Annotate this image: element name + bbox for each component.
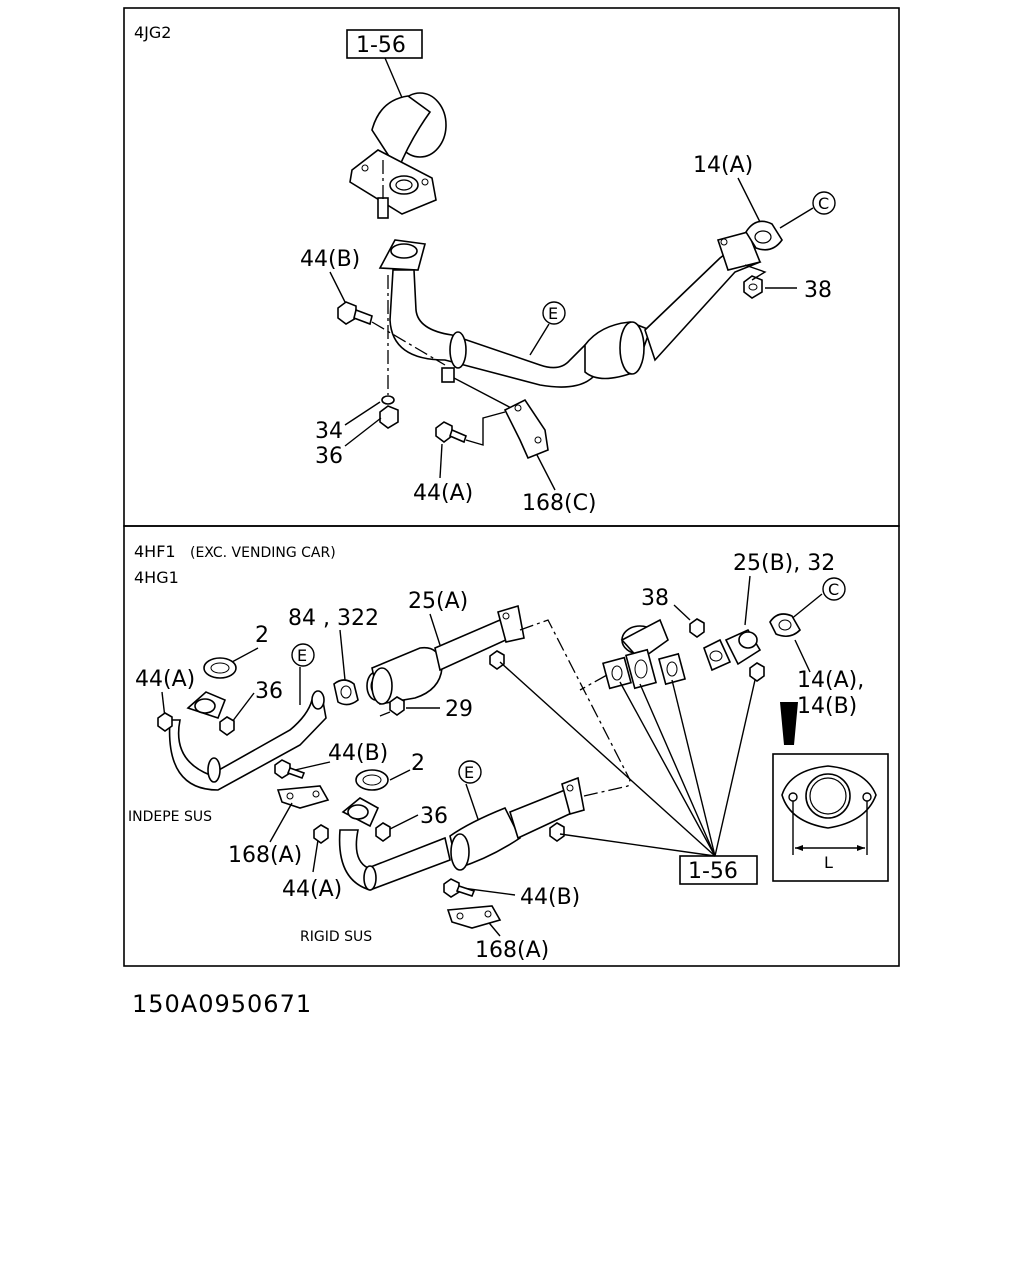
label-36-mid: 36: [420, 804, 448, 829]
label-168c: 168(C): [522, 491, 597, 516]
bolt-25b: [749, 662, 765, 682]
indepe-sus-front-pipe: [157, 657, 330, 809]
label-25a: 25(A): [408, 589, 468, 614]
bottom-engine-line1: 4HF1: [134, 542, 176, 561]
callout-c-top: [812, 191, 836, 215]
label-44a-top: 44(A): [413, 481, 473, 506]
rigid-sus-front-pipe: [313, 769, 585, 929]
label-44b-low: 44(B): [520, 885, 580, 910]
bottom-panel-frame: [123, 525, 900, 967]
label-rigid-sus: RIGID SUS: [300, 929, 372, 945]
label-168a-mid: 168(A): [228, 843, 302, 868]
label-34-top: 34: [315, 419, 343, 444]
gasket-14a14b-bottom: [769, 613, 801, 638]
turbo-outlet-housing: [349, 92, 447, 219]
label-14a-top: 14(A): [693, 153, 753, 178]
bolt-44a-top: [435, 421, 467, 444]
gasket-14a-top: [745, 220, 783, 251]
front-pipe-e-top: [378, 231, 762, 388]
label-38-top: 38: [804, 278, 832, 303]
label-44a-mid: 44(A): [282, 877, 342, 902]
label-44b-top: 44(B): [300, 247, 360, 272]
gasket-detail-view: [772, 702, 889, 882]
label-14a14b-line1: 14(A),: [797, 668, 864, 693]
label-36-bottom-top: 36: [255, 679, 283, 704]
top-panel: 4JG2 1-56: [134, 23, 836, 516]
top-panel-frame: [123, 7, 900, 527]
bracket-168c: [441, 367, 549, 460]
turbo-outlet-bottom: [602, 618, 687, 690]
label-c-top: C: [818, 194, 829, 213]
washer-34-nut-36: [379, 395, 399, 429]
bottom-engine-note: (EXC. VENDING CAR): [190, 545, 336, 561]
nut-29: [389, 696, 405, 716]
callout-e-bottom-mid: [458, 760, 482, 784]
ref-box-bottom: [679, 855, 758, 885]
callout-e-bottom-top: [291, 643, 315, 667]
label-e-top: E: [548, 304, 558, 323]
drawing-number: 150A0950671: [132, 990, 313, 1018]
ref-1-56-bottom: 1-56: [688, 859, 738, 884]
muffler-25a: [366, 604, 525, 705]
bolt-near-25a: [489, 650, 505, 670]
label-36-top: 36: [315, 444, 343, 469]
label-2-mid: 2: [411, 751, 425, 776]
label-44b-mid: 44(B): [328, 741, 388, 766]
top-engine-label: 4JG2: [134, 23, 171, 42]
label-detail-l: L: [824, 853, 833, 872]
bottom-panel: 4HF1 (EXC. VENDING CAR) 4HG1 25(B), 32 3…: [128, 542, 889, 963]
ref-box-top: [346, 29, 423, 59]
ref-1-56-top: 1-56: [356, 33, 406, 58]
label-e-bottom-top: E: [297, 646, 307, 665]
nut-38-top: [743, 275, 763, 299]
callout-c-bottom: [822, 577, 846, 601]
nut-38-bottom: [689, 618, 705, 638]
label-29: 29: [445, 697, 473, 722]
bolt-44b-top: [337, 301, 373, 326]
label-168a-low: 168(A): [475, 938, 549, 963]
gasket-84-322: [333, 679, 359, 706]
label-38-bottom: 38: [641, 586, 669, 611]
label-c-bottom: C: [828, 580, 839, 599]
label-14a14b-line2: 14(B): [797, 694, 857, 719]
label-44a-bottom-top: 44(A): [135, 667, 195, 692]
bottom-engine-line2: 4HG1: [134, 568, 179, 587]
ref-leader-lines: [499, 661, 756, 857]
label-e-bottom-mid: E: [464, 763, 474, 782]
pipe-25b-32: [703, 628, 762, 672]
label-2-top: 2: [255, 623, 269, 648]
label-84-322: 84 , 322: [288, 606, 379, 631]
callout-e-top: [542, 301, 566, 325]
label-indepe-sus: INDEPE SUS: [128, 809, 212, 825]
label-25b32: 25(B), 32: [733, 551, 835, 576]
